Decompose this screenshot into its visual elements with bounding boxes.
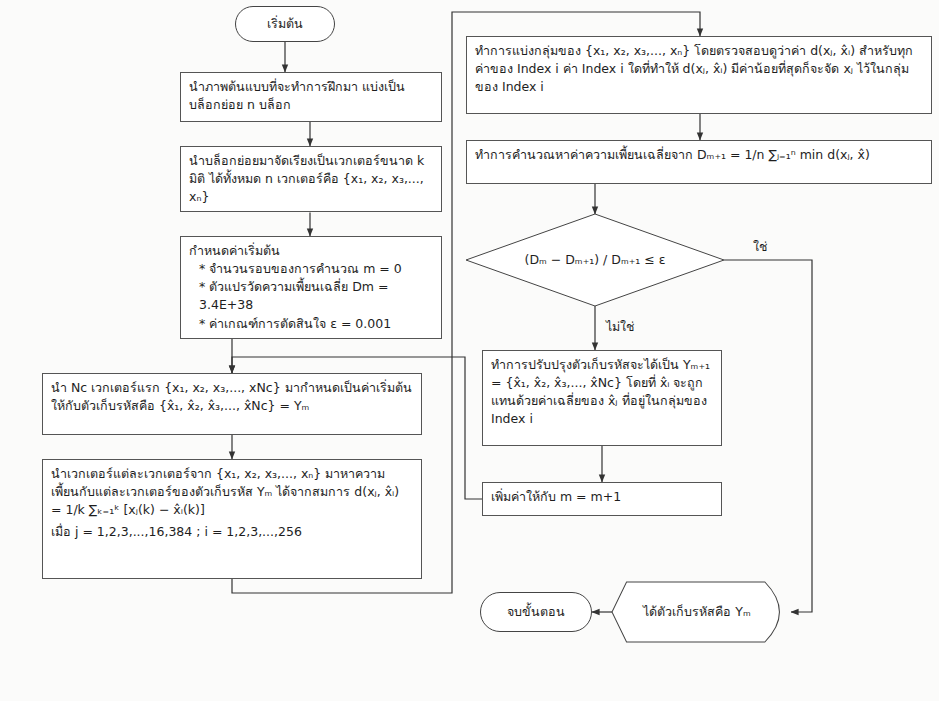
process-box: นำภาพต้นแบบที่จะทำการฝึกมา แบ่งเป็นบล็อก…	[180, 72, 442, 122]
node-text: ทำการปรับปรุงตัวเก็บรหัสจะได้เป็น Yₘ₊₁ =…	[491, 356, 713, 429]
process-box: นำบล็อกย่อยมาจัดเรียงเป็นเวกเตอร์ขนาด k …	[180, 146, 442, 212]
node-text: (Dₘ − Dₘ₊₁) / Dₘ₊₁ ≤ ε	[525, 251, 666, 269]
flow-connector	[724, 260, 812, 612]
node-text: * จำนวนรอบของการคำนวณ m = 0	[189, 260, 433, 278]
terminal-box: จบขั้นตอน	[480, 592, 592, 632]
node-text: เพิ่มค่าให้กับ m = m+1	[491, 488, 713, 506]
edge-label: ใช่	[750, 238, 770, 256]
flow-connector	[309, 212, 310, 236]
node-text: จบขั้นตอน	[507, 603, 565, 621]
node-text: กำหนดค่าเริ่มต้น	[189, 242, 433, 260]
process-box: ทำการคำนวณหาค่าความเพี้ยนเฉลี่ยจาก Dₘ₊₁ …	[466, 140, 932, 184]
flow-connector	[594, 184, 595, 214]
decision-diamond: (Dₘ − Dₘ₊₁) / Dₘ₊₁ ≤ ε	[466, 214, 724, 306]
flow-connector	[284, 42, 285, 72]
process-box: ทำการแบ่งกลุ่มของ {x₁, x₂, x₃,..., xₙ} โ…	[466, 36, 932, 114]
process-box: นำ Nc เวกเตอร์แรก {x₁, x₂, x₃,..., xNc} …	[42, 373, 422, 435]
flow-connector	[699, 114, 700, 140]
process-box: นำเวกเตอร์แต่ละเวกเตอร์จาก {x₁, x₂, x₃,.…	[42, 459, 422, 579]
flow-connector	[601, 446, 602, 482]
node-text: ทำการคำนวณหาค่าความเพี้ยนเฉลี่ยจาก Dₘ₊₁ …	[475, 146, 923, 164]
node-text: ได้ตัวเก็บรหัสคือ Yₘ	[643, 603, 750, 621]
edge-label: ไม่ใช่	[603, 318, 637, 336]
flow-connector	[231, 435, 232, 459]
node-text: เริ่มต้น	[267, 15, 303, 33]
shape-outline	[612, 582, 779, 642]
process-box: ทำการปรับปรุงตัวเก็บรหัสจะได้เป็น Yₘ₊₁ =…	[482, 350, 722, 446]
node-text: * ตัวแปรวัดความเพี้ยนเฉลี่ย Dm = 3.4E+38	[189, 278, 433, 314]
node-text: นำ Nc เวกเตอร์แรก {x₁, x₂, x₃,..., xNc} …	[51, 379, 413, 415]
node-text: นำบล็อกย่อยมาจัดเรียงเป็นเวกเตอร์ขนาด k …	[189, 152, 433, 206]
flow-connector	[309, 122, 310, 146]
node-text: นำเวกเตอร์แต่ละเวกเตอร์จาก {x₁, x₂, x₃,.…	[51, 465, 413, 519]
flow-connector	[592, 611, 612, 612]
flow-connector	[594, 306, 595, 350]
process-box: เพิ่มค่าให้กับ m = m+1	[482, 482, 722, 516]
node-text: เมื่อ j = 1,2,3,...,16,384 ; i = 1,2,3,.…	[51, 523, 413, 541]
output-shape: ได้ตัวเก็บรหัสคือ Yₘ	[612, 582, 794, 642]
node-text: ทำการแบ่งกลุ่มของ {x₁, x₂, x₃,..., xₙ} โ…	[475, 42, 923, 96]
node-text: นำภาพต้นแบบที่จะทำการฝึกมา แบ่งเป็นบล็อก…	[189, 78, 433, 114]
node-text: * ค่าเกณฑ์การตัดสินใจ ε = 0.001	[189, 315, 433, 333]
terminal-box: เริ่มต้น	[235, 6, 335, 42]
process-box: กำหนดค่าเริ่มต้น* จำนวนรอบของการคำนวณ m …	[180, 236, 442, 339]
shape-outline	[466, 214, 724, 306]
